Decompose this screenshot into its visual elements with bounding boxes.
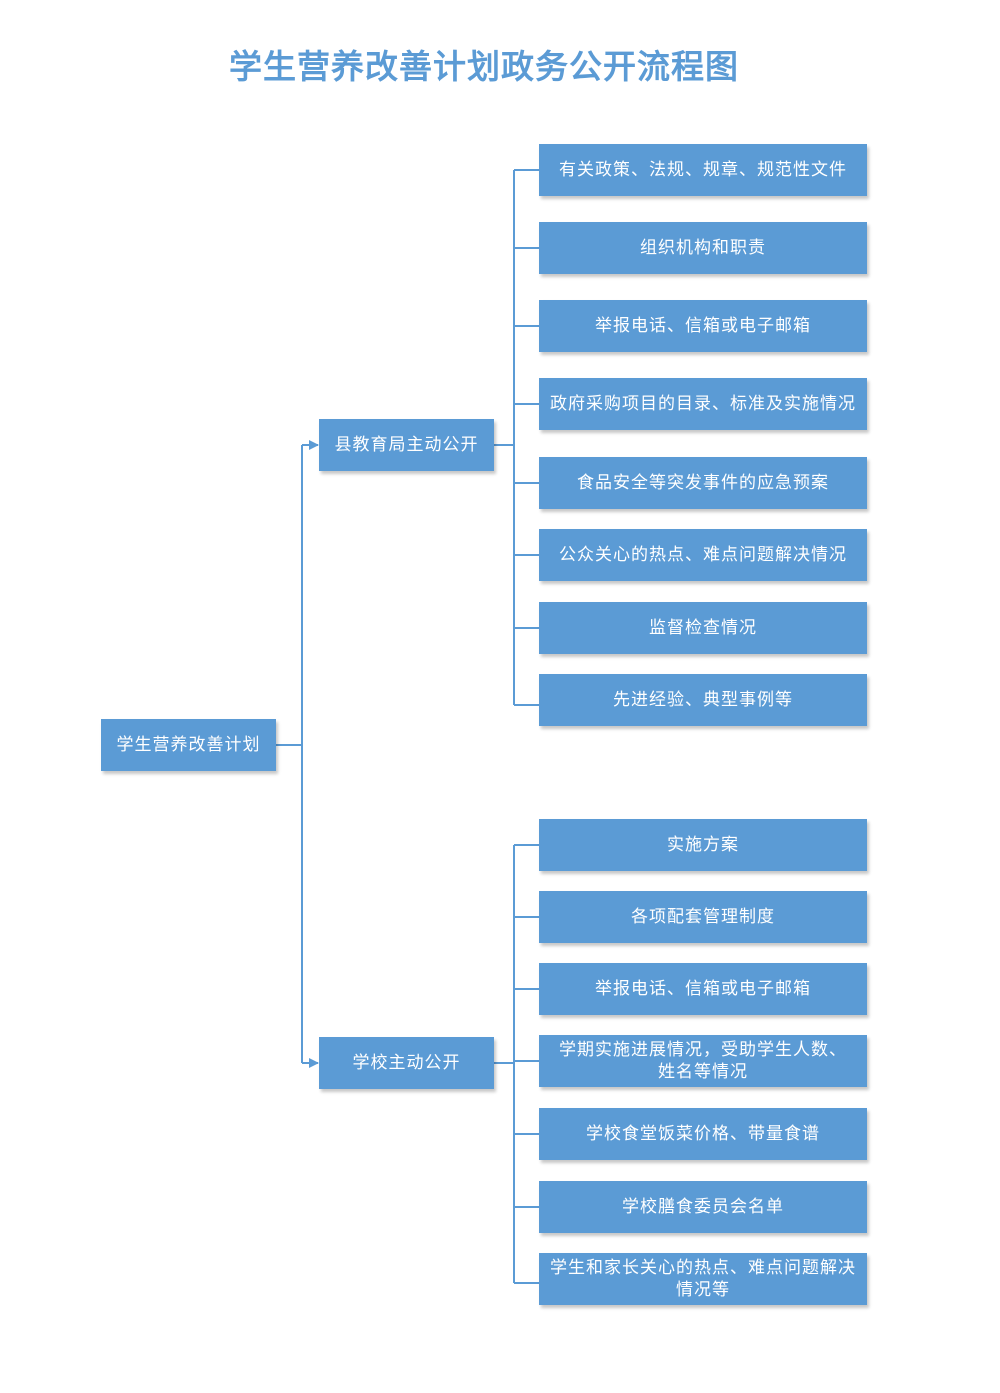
item-label: 组织机构和职责 [640,238,766,258]
branch-label: 县教育局主动公开 [334,435,479,455]
root-node-label: 学生营养改善计划 [116,735,261,755]
county-item: 举报电话、信箱或电子邮箱 [539,300,867,352]
school-item: 学校膳食委员会名单 [539,1181,867,1233]
item-label: 学期实施进展情况，受助学生人数、姓名等情况 [559,1040,847,1082]
item-label: 学生和家长关心的热点、难点问题解决情况等 [550,1258,856,1300]
branch-node-county-bureau: 县教育局主动公开 [319,419,494,471]
school-item: 实施方案 [539,819,867,871]
branch-node-school: 学校主动公开 [319,1037,494,1089]
county-item: 有关政策、法规、规章、规范性文件 [539,144,867,196]
item-label: 举报电话、信箱或电子邮箱 [595,979,811,999]
county-item: 公众关心的热点、难点问题解决情况 [539,529,867,581]
item-label: 食品安全等突发事件的应急预案 [577,473,829,493]
item-label: 实施方案 [667,835,739,855]
item-label: 学校膳食委员会名单 [622,1197,784,1217]
item-label: 公众关心的热点、难点问题解决情况 [559,545,847,565]
county-item: 组织机构和职责 [539,222,867,274]
item-label: 学校食堂饭菜价格、带量食谱 [586,1124,820,1144]
school-item: 学生和家长关心的热点、难点问题解决情况等 [539,1253,867,1305]
school-item: 各项配套管理制度 [539,891,867,943]
item-label: 各项配套管理制度 [631,907,775,927]
school-item: 举报电话、信箱或电子邮箱 [539,963,867,1015]
county-item: 食品安全等突发事件的应急预案 [539,457,867,509]
school-item: 学期实施进展情况，受助学生人数、姓名等情况 [539,1035,867,1087]
item-label: 先进经验、典型事例等 [613,690,793,710]
county-item: 政府采购项目的目录、标准及实施情况 [539,378,867,430]
item-label: 政府采购项目的目录、标准及实施情况 [550,394,856,414]
item-label: 有关政策、法规、规章、规范性文件 [559,160,847,180]
branch-label: 学校主动公开 [352,1053,461,1073]
county-item: 监督检查情况 [539,602,867,654]
item-label: 举报电话、信箱或电子邮箱 [595,316,811,336]
page-title: 学生营养改善计划政务公开流程图 [229,47,739,86]
school-item: 学校食堂饭菜价格、带量食谱 [539,1108,867,1160]
root-node: 学生营养改善计划 [101,719,276,771]
county-item: 先进经验、典型事例等 [539,674,867,726]
item-label: 监督检查情况 [649,618,757,638]
